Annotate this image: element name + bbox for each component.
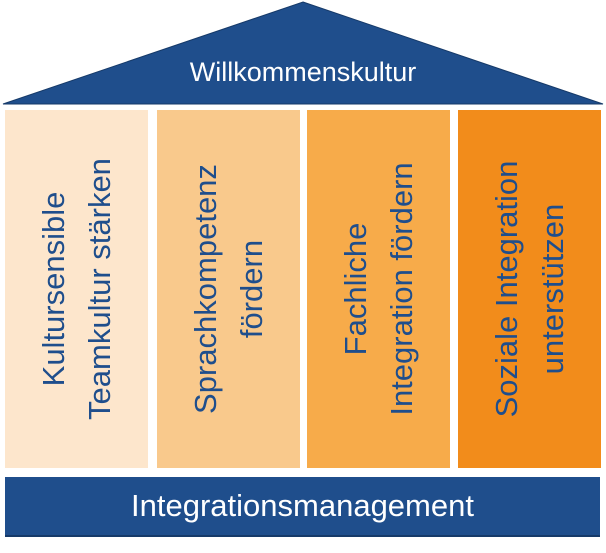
pillar-label-line-1: Fachliche [337, 222, 373, 356]
pillar-label: Soziale Integration unterstützen [484, 119, 576, 459]
pillar-fachliche-integration: Fachliche Integration fördern [307, 110, 450, 468]
pillar-label-line-2: unterstützen [534, 203, 570, 375]
roof-shape [2, 1, 604, 105]
pillar-label: Kultursensible Teamkultur stärken [31, 119, 123, 459]
pillar-label-line-1: Sprachkompetenz [187, 164, 223, 414]
pillar-label-line-2: fördern [233, 239, 269, 339]
pillar-label: Sprachkompetenz fördern [183, 119, 275, 459]
pillar-label-line-1: Soziale Integration [488, 160, 524, 418]
pillar-sprachkompetenz: Sprachkompetenz fördern [157, 110, 300, 468]
roof-triangle [2, 1, 604, 105]
pillar-kultursensible-teamkultur: Kultursensible Teamkultur stärken [5, 110, 148, 468]
pillar-label-line-2: Teamkultur stärken [81, 158, 117, 420]
roof-title: Willkommenskultur [189, 57, 417, 87]
pillar-soziale-integration: Soziale Integration unterstützen [458, 110, 601, 468]
pillar-label: Fachliche Integration fördern [333, 119, 425, 459]
pillar-label-line-1: Kultursensible [35, 191, 71, 387]
foundation-bar: Integrationsmanagement [5, 477, 600, 537]
foundation-title: Integrationsmanagement [131, 488, 474, 523]
pillar-label-line-2: Integration fördern [383, 162, 419, 416]
